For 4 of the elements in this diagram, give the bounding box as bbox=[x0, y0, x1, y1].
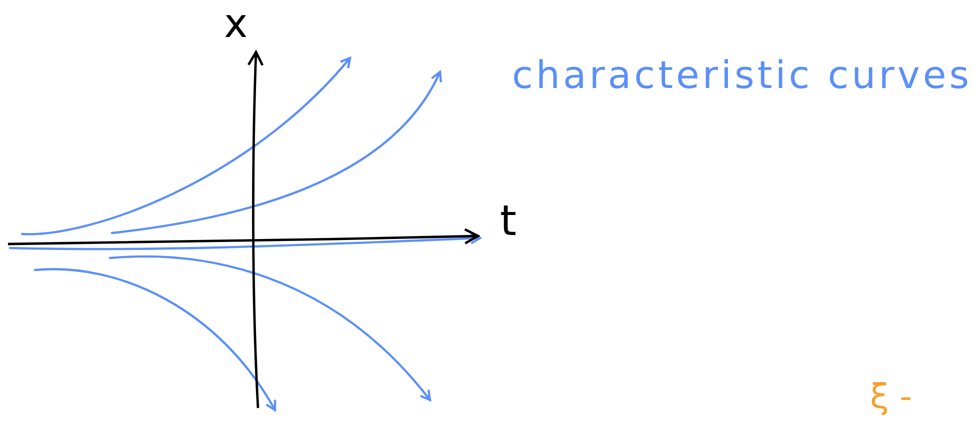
axis-label: x bbox=[224, 4, 248, 44]
axis-label: t bbox=[500, 200, 516, 242]
annotation-text: characteristic curves bbox=[512, 56, 972, 94]
annotation-text: ξ - bbox=[870, 380, 912, 414]
